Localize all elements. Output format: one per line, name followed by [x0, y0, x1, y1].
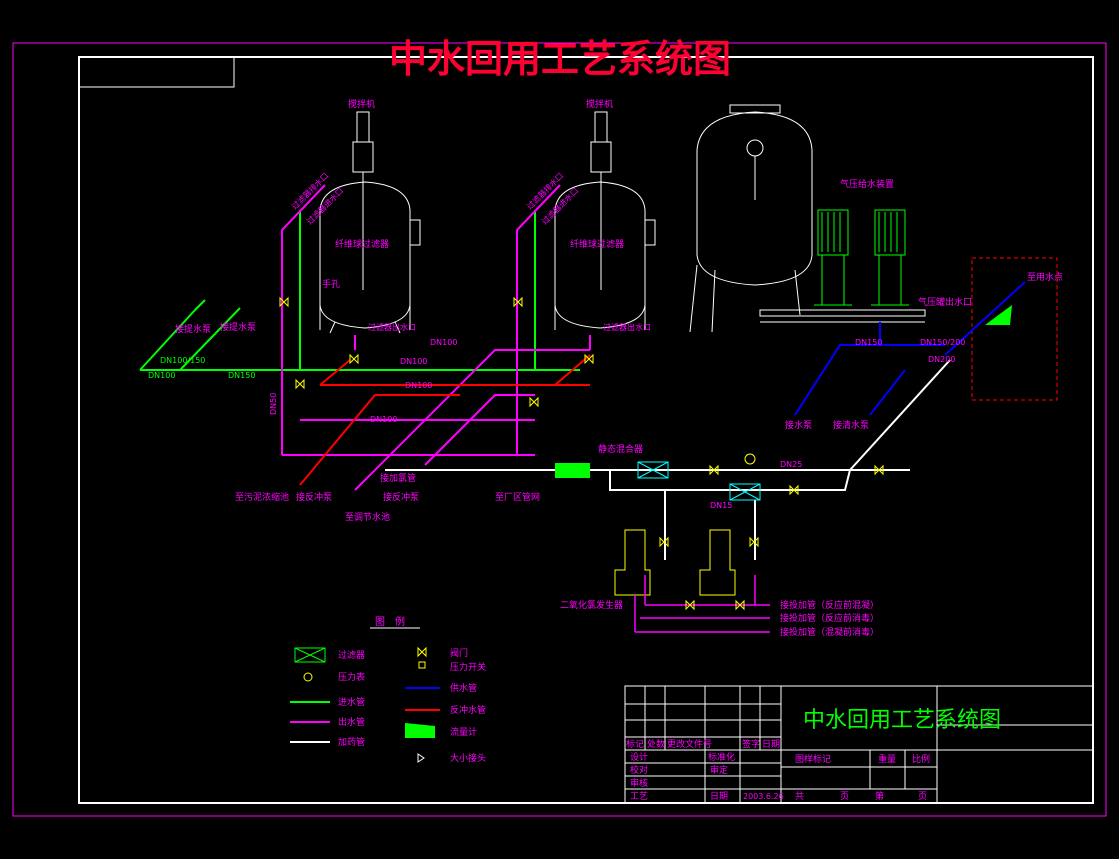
- valve-icons: [279, 296, 884, 611]
- reuse-point-label: 至用水点: [1027, 271, 1063, 283]
- pump-2: [871, 209, 909, 306]
- legend-label-inlet: 进水管: [338, 696, 365, 708]
- title-block-total: 共: [795, 791, 804, 802]
- supply-pipes: [794, 322, 945, 416]
- title-block-hdr-date: 日期: [762, 739, 780, 750]
- pipe-label-dn150-200: DN150/200: [920, 338, 965, 347]
- title-block-design: 设计: [630, 751, 648, 763]
- title-block-stage-mark: 图样标记: [795, 753, 831, 765]
- title-block-date-label: 日期: [710, 791, 728, 802]
- manhole-label: 手孔: [322, 278, 340, 290]
- title-block-weight: 重量: [878, 753, 896, 765]
- pump-base: [759, 309, 926, 323]
- pressure-tank: [689, 104, 813, 333]
- reuse-box: [971, 257, 1058, 401]
- filter-1: [319, 111, 421, 334]
- chlorine-generators: [614, 529, 736, 596]
- legend-title: 图 例: [375, 615, 405, 628]
- dosing-line-3-label: 接投加管（混凝前消毒）: [780, 626, 879, 638]
- from-clean-tank-label: 接清水泵: [833, 419, 869, 431]
- legend-label-flowmeter: 流量计: [450, 726, 477, 738]
- cartridge-filter-2: [729, 483, 761, 501]
- backwash-pipes: [299, 354, 591, 486]
- dosing-lines: [634, 575, 770, 633]
- title-block-standardize: 标准化: [708, 751, 735, 763]
- static-mixer: [555, 463, 590, 478]
- flowmeter-icon: [985, 305, 1012, 325]
- legend-label-supply: 供水管: [450, 682, 477, 694]
- title-block-drawing-title: 中水回用工艺系统图: [803, 708, 1001, 733]
- pipe-label-dn25: DN25: [780, 460, 802, 469]
- mixer-1-label: 搅拌机: [348, 98, 375, 110]
- legend-label-dosing: 加药管: [338, 736, 365, 748]
- filter-outlet-1-label: 过滤器出水口: [368, 322, 416, 332]
- legend-label-gauge: 压力表: [338, 671, 365, 683]
- reuse-pipe: [944, 281, 1026, 356]
- to-sludge-label: 至污泥浓缩池: [235, 491, 289, 503]
- cartridge-filter-1: [637, 461, 669, 479]
- pipe-label-dn150-b: DN150: [855, 338, 882, 347]
- title-block-process: 工艺: [630, 791, 648, 802]
- pipe-label-dn150-a: DN150: [228, 371, 255, 380]
- title-block-hdr-sign: 签字: [742, 738, 760, 750]
- pipe-label-dn100-150: DN100/150: [160, 356, 205, 365]
- dosing-line-2-label: 接投加管（反应前消毒）: [780, 612, 879, 624]
- pipe-label-dn50: DN50: [269, 393, 278, 415]
- to-regulating-label: 至调节水池: [345, 511, 390, 523]
- legend-label-pressure-switch: 压力开关: [450, 661, 486, 673]
- filter-2: [554, 111, 656, 330]
- from-pool-2-label: 接提水泵: [220, 321, 256, 333]
- title-block-approve: 审定: [710, 764, 728, 776]
- title-block-hdr-mark: 标记: [626, 738, 644, 750]
- outer-frame: [12, 42, 1107, 817]
- feedwater-device-label: 气压给水装置: [840, 178, 894, 190]
- pressure-gauge-icon: [744, 453, 756, 465]
- pipe-label-dn100-b: DN100: [400, 357, 427, 366]
- title-block: [624, 685, 1094, 804]
- to-plant-label: 至厂区管网: [495, 491, 540, 503]
- pipe-label-dn100-a: DN100: [148, 371, 175, 380]
- from-pool-1-label: 接提水泵: [175, 323, 211, 335]
- corner-box: [78, 56, 235, 88]
- feedwater-outlet-label: 气压罐出水口: [918, 296, 972, 308]
- chlorine-generator-label: 二氧化氯发生器: [560, 599, 623, 611]
- title-block-check: 校对: [630, 764, 648, 776]
- filter-outlet-2-label: 过滤器出水口: [603, 322, 651, 332]
- pipe-label-dn100-c: DN100: [405, 381, 432, 390]
- title-block-number: 第: [875, 790, 884, 802]
- pipe-label-dn15: DN15: [710, 501, 732, 510]
- title-block-hdr-count: 处数: [647, 738, 665, 750]
- filter-2-label: 纤维球过滤器: [570, 238, 624, 250]
- backwash-in-label: 接反冲泵: [296, 491, 332, 503]
- filter-1-label: 纤维球过滤器: [335, 238, 389, 250]
- legend-label-outlet: 出水管: [338, 716, 365, 728]
- static-mixer-label: 静态混合器: [598, 443, 643, 455]
- backwash-water-label: 接反冲泵: [383, 491, 419, 503]
- title-block-hdr-change: 更改文件号: [667, 738, 712, 750]
- title-block-review: 审核: [630, 777, 648, 789]
- inner-frame: [78, 56, 1094, 804]
- legend-label-backwash: 反冲水管: [450, 704, 486, 716]
- main-pipes: [385, 359, 951, 560]
- page-title: 中水回用工艺系统图: [389, 36, 731, 81]
- mixer-2-label: 搅拌机: [586, 98, 613, 110]
- pump-1: [814, 209, 852, 306]
- pipe-label-dn200: DN200: [928, 355, 955, 364]
- legend-label-valve: 阀门: [450, 647, 468, 659]
- legend-symbols: [290, 646, 440, 763]
- dosing-line-1-label: 接投加管（反应前混凝）: [780, 599, 879, 611]
- legend-label-filter: 过滤器: [338, 649, 365, 661]
- inlet-pipes: [139, 210, 580, 371]
- pipe-label-dn100-d: DN100: [430, 338, 457, 347]
- from-water-tank-label: 接水泵: [785, 419, 812, 431]
- title-block-date-value: 2003.6.26: [743, 792, 784, 801]
- pipe-label-dn100-e: DN100: [370, 415, 397, 424]
- title-block-page: 页: [918, 791, 927, 802]
- title-block-sheet: 页: [840, 791, 849, 802]
- legend-label-reducer: 大小接头: [450, 752, 486, 764]
- title-block-scale: 比例: [912, 753, 930, 765]
- outlet-pipes: [281, 184, 591, 491]
- dosing-label: 接加氯管: [380, 472, 416, 484]
